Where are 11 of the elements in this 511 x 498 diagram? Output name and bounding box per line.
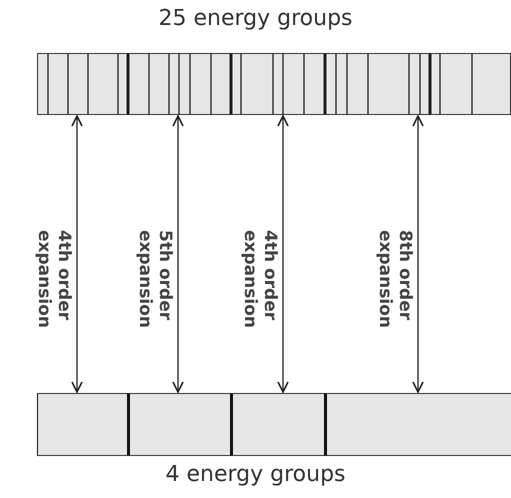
edge-label: 8th order expansion xyxy=(375,230,415,330)
bar-title: 4 energy groups xyxy=(164,462,346,487)
double-arrow xyxy=(277,115,289,393)
edge-label: 4th order expansion xyxy=(34,230,74,330)
double-arrow xyxy=(412,115,424,393)
double-arrow xyxy=(172,115,184,393)
bar-title: 25 energy groups xyxy=(158,6,354,31)
energy-group-segment xyxy=(324,392,511,456)
edge-label: 4th order expansion xyxy=(240,230,280,330)
edge-label: 5th order expansion xyxy=(135,230,175,330)
double-arrow xyxy=(71,115,83,393)
